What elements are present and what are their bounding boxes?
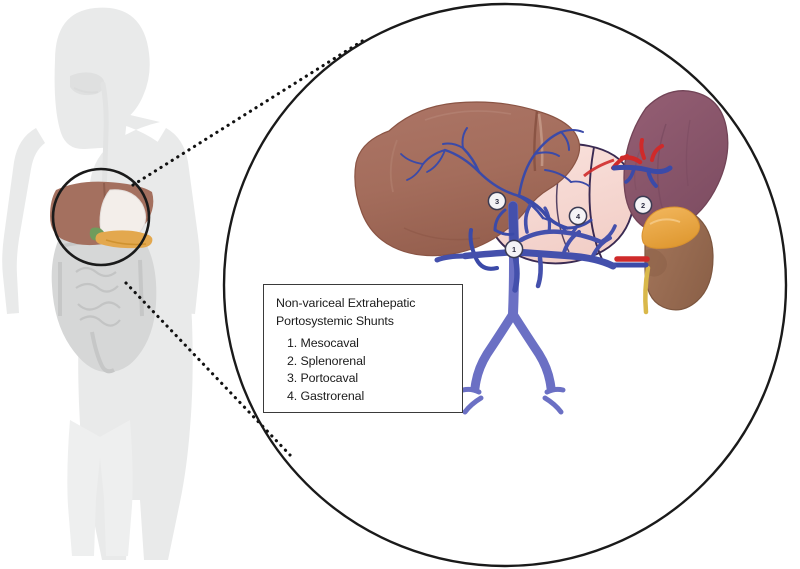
marker-3[interactable]: 3 — [487, 191, 507, 211]
legend-title: Non-variceal Extrahepatic Portosystemic … — [276, 295, 450, 330]
leader-line-top — [131, 36, 369, 187]
venous-system — [434, 194, 617, 415]
marker-2-label: 2 — [641, 201, 645, 210]
marker-1[interactable]: 1 — [504, 239, 524, 259]
marker-1-label: 1 — [512, 245, 516, 254]
marker-4[interactable]: 4 — [568, 206, 588, 226]
gastroepiploic-vein — [518, 229, 604, 245]
splenic-vein — [511, 248, 617, 270]
spleen — [623, 90, 729, 233]
legend-box: Non-variceal Extrahepatic Portosystemic … — [263, 284, 463, 413]
marker-2[interactable]: 2 — [633, 195, 653, 215]
legend-item-gastrorenal: 4. Gastrorenal — [287, 388, 365, 403]
marker-4-label: 4 — [576, 212, 581, 221]
renal-vessels — [609, 256, 650, 268]
legend-item-mesocaval: 1. Mesocaval — [287, 336, 359, 350]
stomach-lesser-curvature — [588, 146, 603, 260]
pancreatic-duct — [105, 239, 147, 246]
marker-3-label: 3 — [495, 197, 499, 206]
shunt-markers: 3 1 4 2 — [487, 191, 653, 259]
ureter — [643, 265, 651, 315]
falciform-ligament — [533, 110, 539, 172]
left-common-iliac-vein — [470, 309, 518, 393]
splenic-hilar-vessels — [611, 138, 673, 188]
legend-item-list: 1. Mesocaval 2. Splenorenal 3. Portocava… — [276, 335, 450, 405]
legend-item-splenorenal: 2. Splenorenal — [287, 353, 366, 368]
inset-focus-circle — [51, 167, 151, 267]
superior-mesenteric-vein — [512, 253, 520, 293]
right-common-iliac-vein — [508, 309, 556, 393]
legend-title-line2: Portosystemic Shunts — [276, 313, 394, 328]
legend-title-line1: Non-variceal Extrahepatic — [276, 296, 416, 310]
adrenal-gland — [641, 206, 701, 249]
splenic-artery — [583, 158, 615, 178]
oral-cavity — [70, 72, 105, 96]
legend-item-portocaval: 3. Portocaval — [287, 371, 359, 386]
magnifier-circle — [222, 2, 788, 568]
